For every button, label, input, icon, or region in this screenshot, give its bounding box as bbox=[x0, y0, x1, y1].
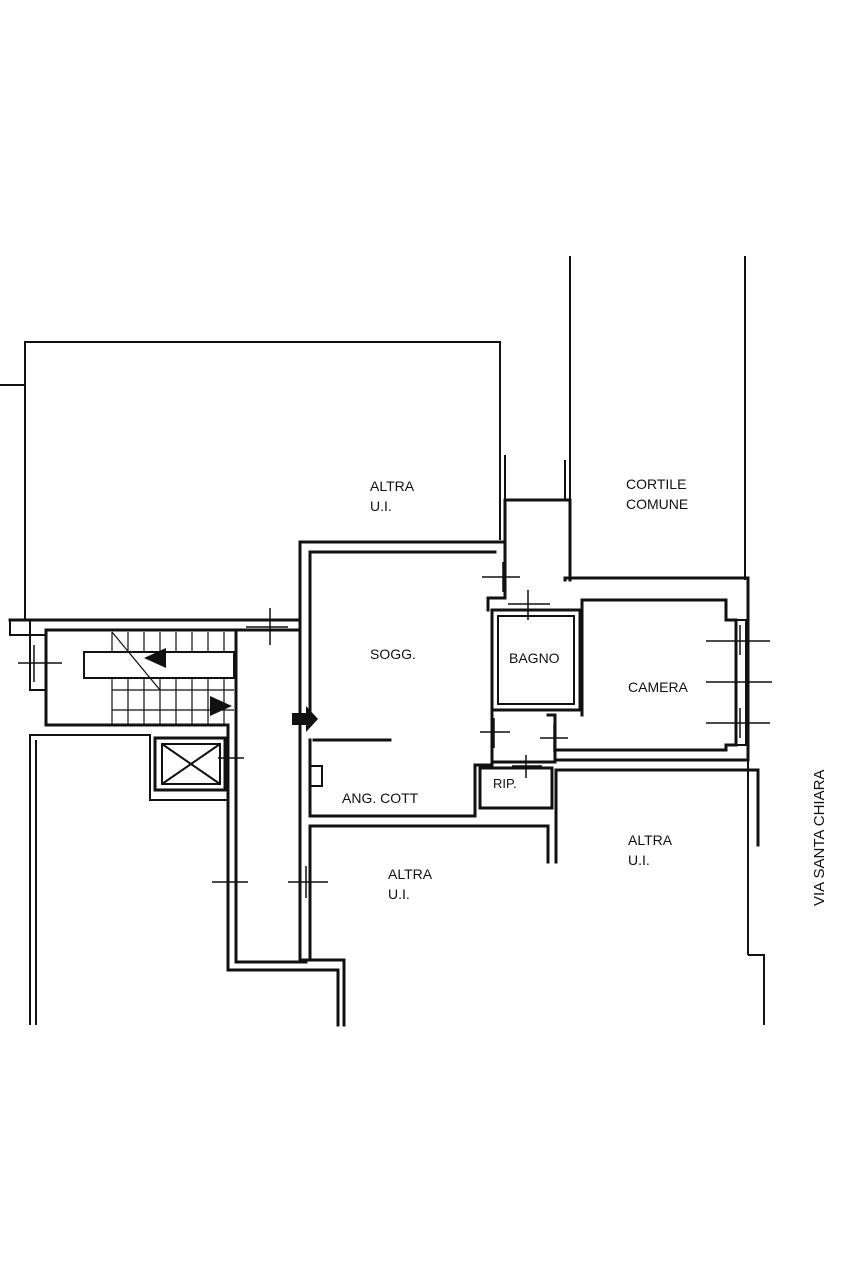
wall-lower-left bbox=[29, 734, 228, 1025]
label-altra-bottom-1: ALTRA bbox=[388, 866, 433, 882]
elevator-shaft bbox=[153, 736, 227, 792]
wall-rip bbox=[478, 766, 554, 810]
door-ticks bbox=[18, 562, 772, 898]
label-altra-bottom-2: U.I. bbox=[388, 886, 410, 902]
stair-up-arrow-icon bbox=[144, 648, 166, 668]
wall-lower-right bbox=[554, 768, 760, 864]
label-ang-cott: ANG. COTT bbox=[342, 790, 419, 806]
wall-stair-niche bbox=[9, 619, 31, 636]
label-rip: RIP. bbox=[493, 776, 517, 791]
label-camera: CAMERA bbox=[628, 679, 689, 695]
wall-bagno bbox=[490, 608, 582, 712]
label-comune: COMUNE bbox=[626, 496, 688, 512]
wall-corridor-left-inner bbox=[234, 628, 308, 964]
wall-lower-outer bbox=[308, 824, 550, 864]
label-bagno: BAGNO bbox=[509, 650, 560, 666]
wall-corridor-right bbox=[298, 628, 346, 1027]
staircase bbox=[83, 631, 235, 725]
walls bbox=[0, 256, 765, 1027]
label-altra-top-1: ALTRA bbox=[370, 478, 415, 494]
wall-apartment-bottom bbox=[308, 738, 494, 818]
wall-street-corner bbox=[748, 954, 765, 1025]
room-labels: ALTRA U.I. CORTILE COMUNE SOGG. BAGNO CA… bbox=[342, 476, 689, 902]
label-cortile: CORTILE bbox=[626, 476, 686, 492]
label-altra-right-2: U.I. bbox=[628, 852, 650, 868]
stair-diagonal bbox=[111, 631, 161, 691]
wall-altra-top bbox=[24, 341, 501, 620]
wall-ang-cott-nook bbox=[310, 765, 323, 787]
wall-corridor-left bbox=[226, 878, 340, 1027]
label-altra-right-1: ALTRA bbox=[628, 832, 673, 848]
label-sogg: SOGG. bbox=[370, 646, 416, 662]
wall-camera-outer bbox=[553, 576, 750, 762]
stair-down-arrow-icon bbox=[210, 696, 232, 716]
wall-apartment-outer bbox=[298, 540, 507, 622]
elevator-cross-2 bbox=[161, 743, 221, 785]
wall-corridor bbox=[490, 708, 557, 764]
elevator-cabin bbox=[161, 743, 221, 785]
street-label: VIA SANTA CHIARA bbox=[811, 770, 828, 906]
wall-stair-top bbox=[8, 618, 302, 882]
label-altra-top-2: U.I. bbox=[370, 498, 392, 514]
wall-shaft-box bbox=[503, 498, 572, 582]
wall-bagno-inner bbox=[497, 615, 575, 705]
wall-apartment-inner bbox=[308, 550, 497, 727]
entrance-arrow-icon bbox=[292, 706, 318, 732]
